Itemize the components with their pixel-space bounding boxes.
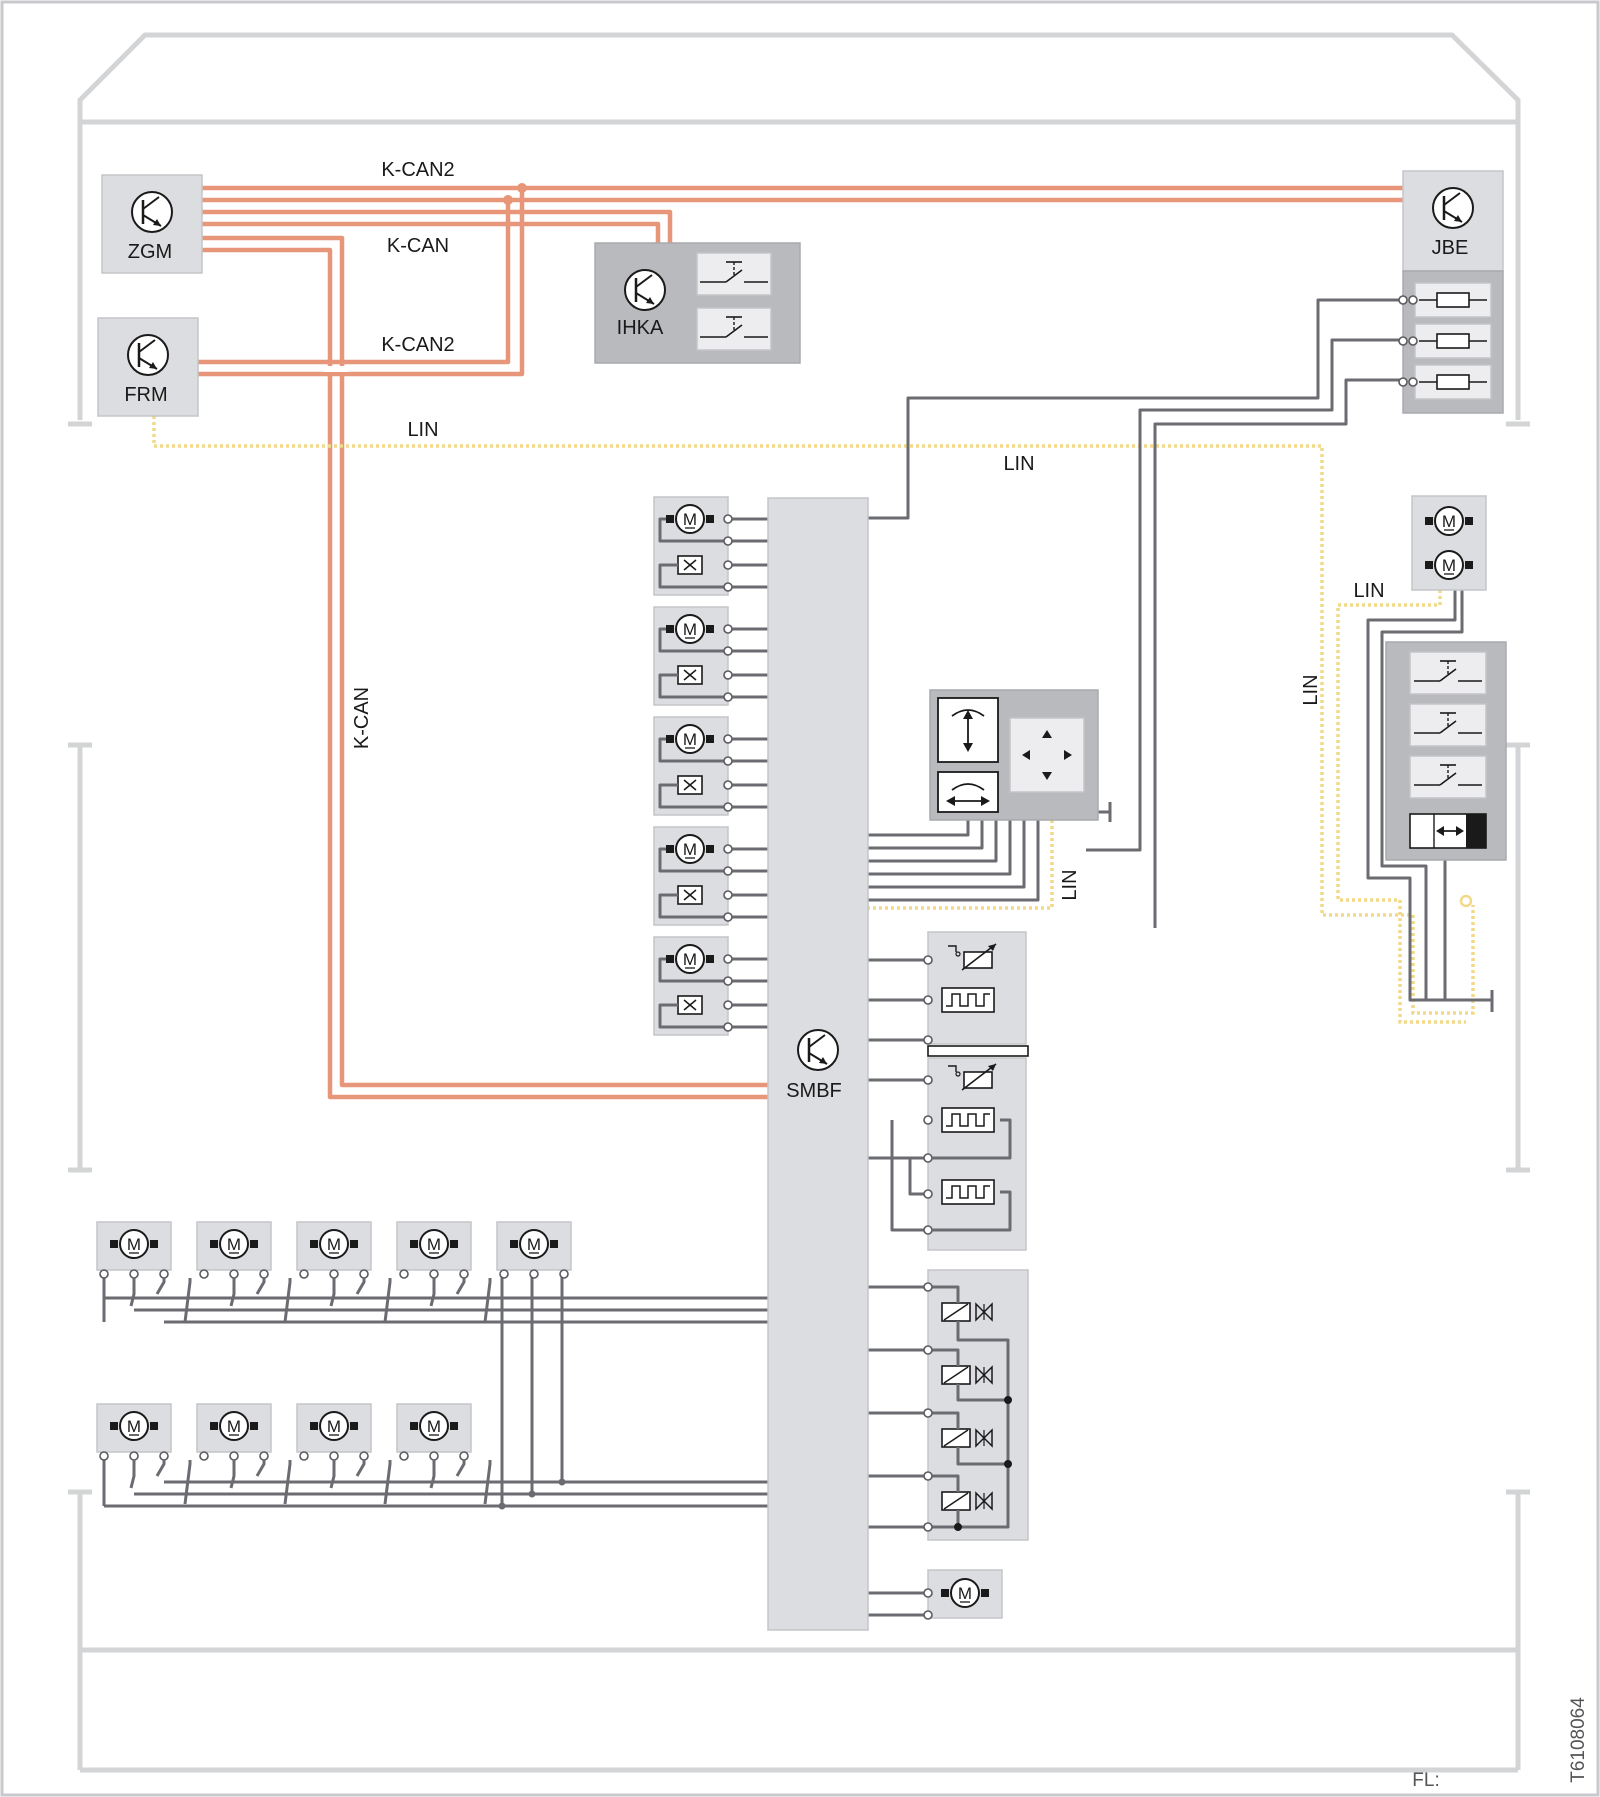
transistor-icon [796, 1028, 840, 1072]
motor-hall-group [653, 716, 733, 816]
transistor-icon [623, 268, 667, 312]
lumbar-motor [96, 1403, 192, 1505]
lumbar-motor [196, 1403, 292, 1505]
hall-sensor-icon [677, 885, 703, 905]
transistor-icon [1431, 186, 1475, 230]
power-wiring [868, 298, 1494, 1012]
lumbar-motors-bottom-row [96, 1403, 492, 1505]
lin-bus-wiring [152, 416, 1475, 1024]
frm-module: FRM [97, 317, 199, 417]
ihka-module: IHKA [594, 242, 801, 364]
transistor-icon [130, 190, 174, 234]
hall-sensor-icon [677, 665, 703, 685]
jbe-label: JBE [1432, 237, 1469, 259]
kcan-label-vertical: K-CAN [351, 687, 373, 749]
lumbar-motor [96, 1221, 192, 1323]
lumbar-motor [496, 1221, 572, 1279]
smbf-left-wires [728, 517, 768, 1029]
solenoid-valve-icon [941, 1365, 993, 1385]
seat-adjust-switch-block [929, 689, 1099, 821]
lin-label-seat: LIN [1353, 580, 1384, 602]
transistor-icon [126, 333, 170, 377]
jbe-module: JBE [1398, 170, 1504, 414]
valve-block [923, 1269, 1029, 1541]
lumbar-motor [196, 1221, 292, 1323]
lin-label-mid: LIN [1003, 453, 1034, 475]
lumbar-motor [396, 1221, 492, 1323]
door-switch-block [1385, 641, 1507, 861]
solenoid-valve-icon [941, 1428, 993, 1448]
smbf-right-wires [868, 958, 928, 1617]
lumbar-motor [296, 1221, 392, 1323]
kcan2-label-frm: K-CAN2 [381, 334, 454, 356]
seat-heating-block-1 [923, 931, 1027, 1045]
footer-label: FL: [1412, 1770, 1439, 1791]
separator-bar [927, 1045, 1029, 1057]
seat-heating-block-2 [923, 1057, 1027, 1251]
heating-element-icon [941, 1107, 995, 1133]
hall-sensor-icon [677, 555, 703, 575]
solenoid-valve-icon [941, 1491, 993, 1511]
kcan-label-top: K-CAN [387, 235, 449, 257]
motor-hall-group [653, 606, 733, 706]
lin-label-right-b: LIN [1059, 869, 1081, 900]
zgm-module: ZGM [101, 174, 203, 274]
motor-hall-group [653, 826, 733, 926]
heating-element-icon [941, 1179, 995, 1205]
solenoid-valve-icon [941, 1302, 993, 1322]
kcan2-label-top: K-CAN2 [381, 159, 454, 181]
lin-label-right-a: LIN [1300, 674, 1322, 705]
lumbar-motor [396, 1403, 492, 1505]
bottom-motor [923, 1569, 1003, 1620]
lumbar-motors-top-row [96, 1221, 572, 1323]
figure-code: T6108064 [1568, 1697, 1589, 1783]
right-motor-block [1411, 495, 1487, 591]
heating-element-icon [941, 987, 995, 1013]
smbf-module: SMBF [767, 497, 869, 1631]
zgm-label: ZGM [128, 241, 172, 263]
lumbar-motor-wiring [102, 1272, 768, 1510]
ihka-label: IHKA [617, 317, 664, 339]
hall-sensor-icon [677, 775, 703, 795]
can-bus-wiring [198, 183, 1403, 1100]
smbf-label: SMBF [786, 1080, 842, 1102]
smbf-left-components [653, 496, 733, 1036]
lin-label-top: LIN [407, 419, 438, 441]
motor-hall-group [653, 496, 733, 596]
motor-hall-group [653, 936, 733, 1036]
frm-label: FRM [124, 384, 167, 406]
lumbar-motor [296, 1403, 392, 1505]
hall-sensor-icon [677, 995, 703, 1015]
